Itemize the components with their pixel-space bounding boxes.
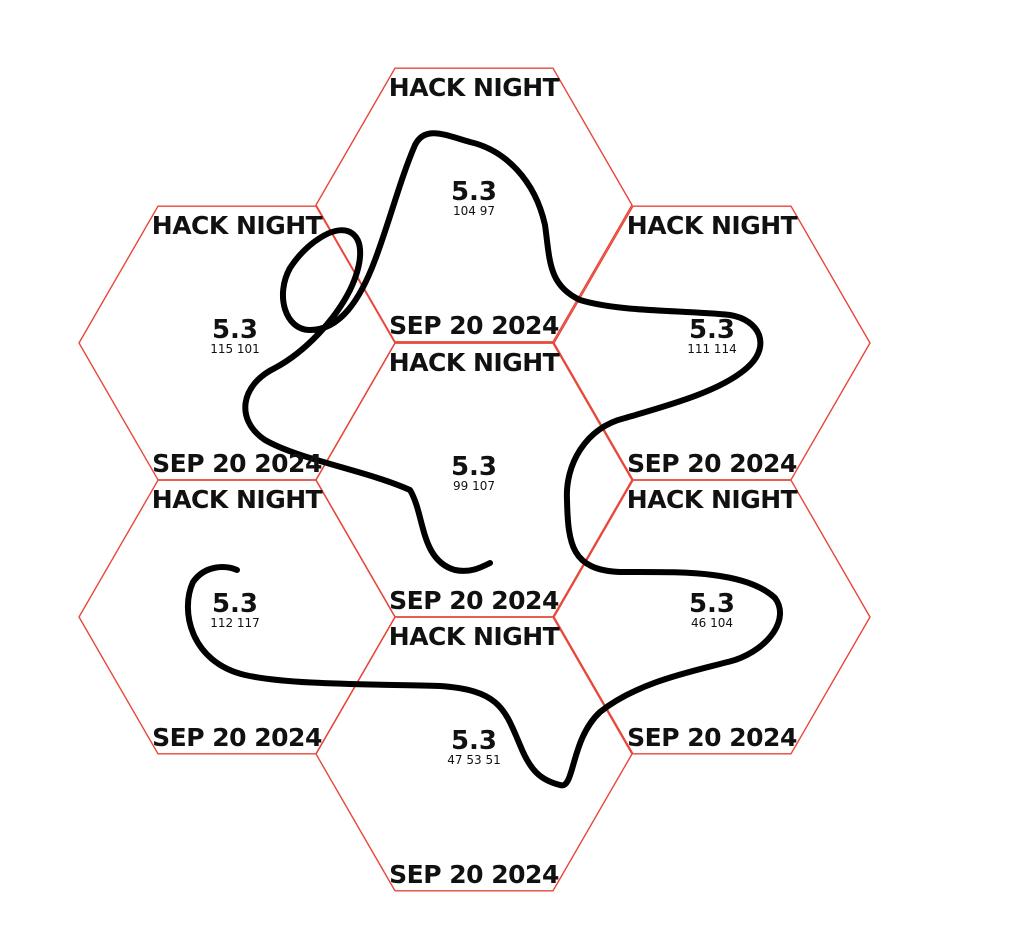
tile-date: SEP 20 2024 — [389, 586, 559, 615]
tile-code: 46 104 — [691, 616, 733, 630]
tile-value: 5.3 — [451, 452, 497, 482]
tile-date: SEP 20 2024 — [627, 723, 797, 752]
tile-title: HACK NIGHT — [389, 73, 560, 102]
tile-date: SEP 20 2024 — [389, 860, 559, 889]
tile-code: 115 101 — [210, 342, 260, 356]
hex-tile-outline — [315, 616, 633, 892]
tile-date: SEP 20 2024 — [389, 311, 559, 340]
tile-title: HACK NIGHT — [389, 622, 560, 651]
tile-value: 5.3 — [212, 315, 258, 345]
tile-code: 104 97 — [453, 204, 495, 218]
tile-value: 5.3 — [689, 315, 735, 345]
tile-title: HACK NIGHT — [627, 211, 798, 240]
tile-date: SEP 20 2024 — [627, 449, 797, 478]
tile-title: HACK NIGHT — [627, 485, 798, 514]
tile-value: 5.3 — [451, 726, 497, 756]
tile-title: HACK NIGHT — [152, 211, 323, 240]
tile-title: HACK NIGHT — [389, 348, 560, 377]
tile-value: 5.3 — [689, 589, 735, 619]
hex-outlines — [78, 67, 871, 892]
tile-code: 99 107 — [453, 479, 495, 493]
tile-value: 5.3 — [212, 589, 258, 619]
hex-tile-outline — [553, 479, 871, 755]
tile-code: 47 53 51 — [447, 753, 500, 767]
tile-code: 111 114 — [687, 342, 737, 356]
scribble-line — [184, 130, 783, 789]
tile-value: 5.3 — [451, 177, 497, 207]
tile-code: 112 117 — [210, 616, 260, 630]
tile-title: HACK NIGHT — [152, 485, 323, 514]
tile-date: SEP 20 2024 — [152, 723, 322, 752]
tile-date: SEP 20 2024 — [152, 449, 322, 478]
